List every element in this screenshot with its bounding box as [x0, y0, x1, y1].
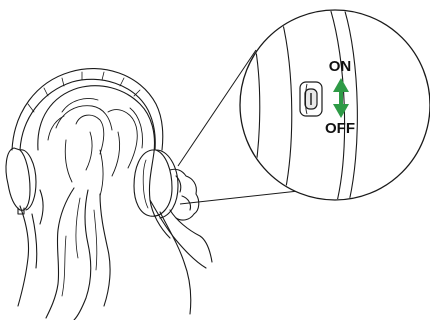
hair-strands — [48, 99, 143, 197]
left-ear-cup — [6, 148, 30, 210]
slide-switch-icon — [300, 82, 322, 116]
ponytail — [46, 188, 74, 318]
person-wearing-headphones-icon — [6, 69, 212, 320]
off-label: OFF — [325, 120, 355, 137]
on-label: ON — [329, 58, 352, 75]
hand — [170, 169, 199, 220]
head-outline — [38, 86, 170, 238]
